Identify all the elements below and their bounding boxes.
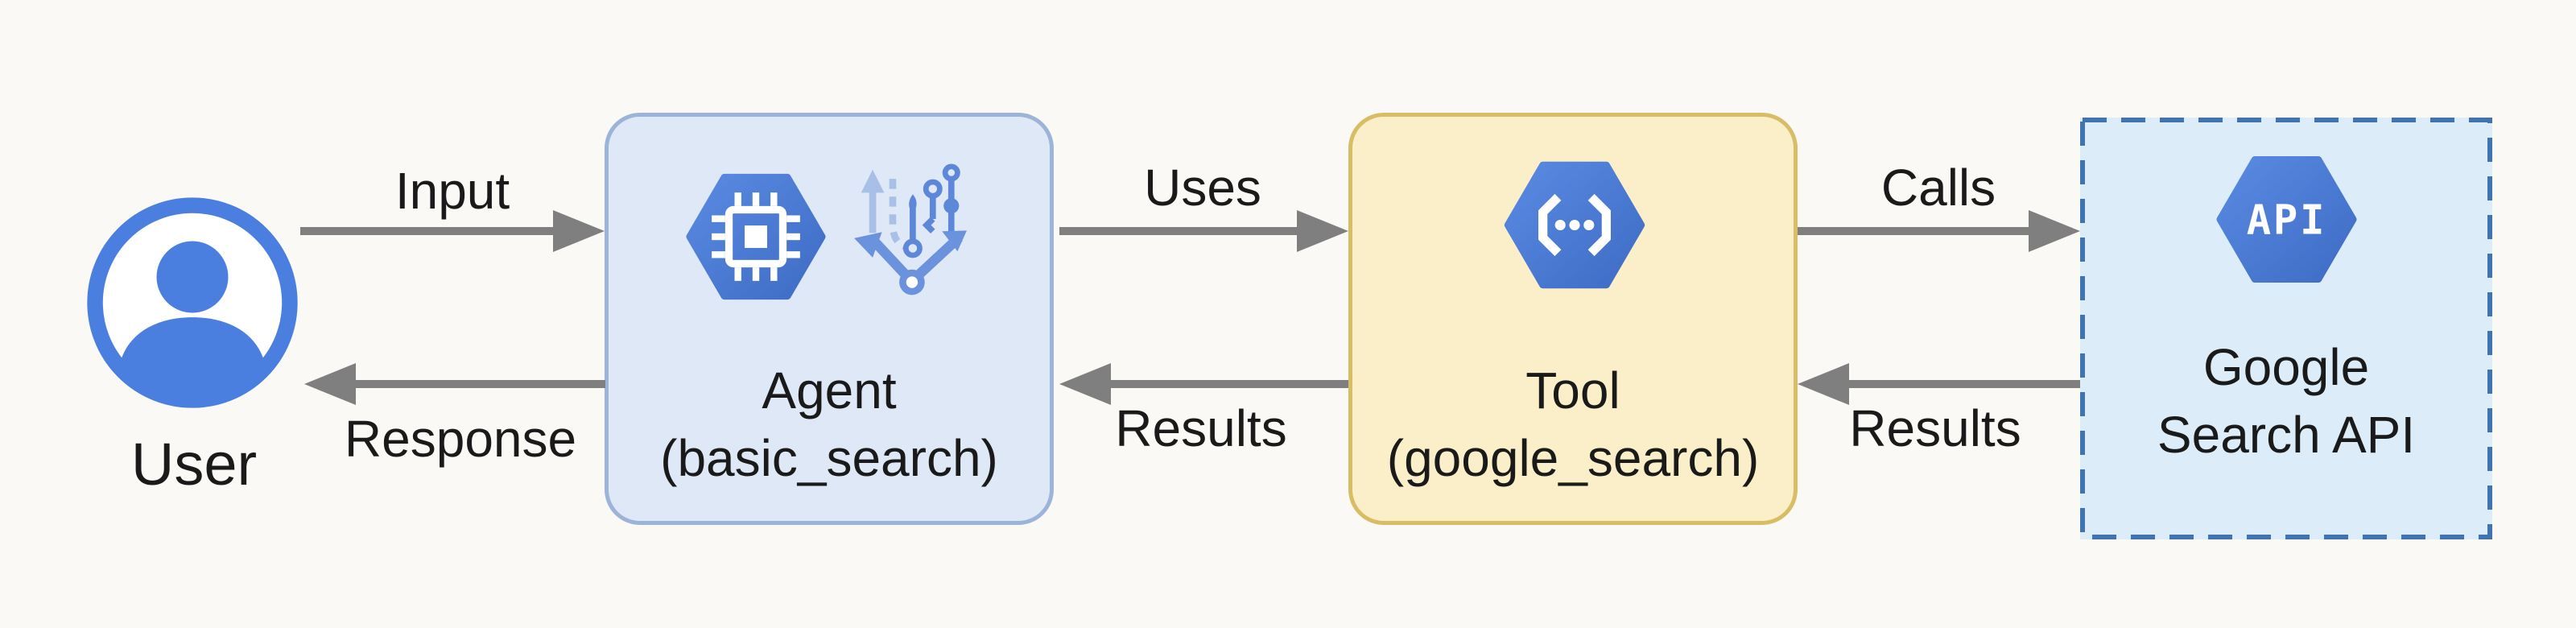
- arrow-calls: [1798, 210, 2080, 252]
- arrow-left-icon: [304, 363, 356, 405]
- edge-label-input: Input: [394, 162, 510, 220]
- arrow-left-icon: [1059, 363, 1111, 405]
- agent-title: Agent: [762, 362, 897, 419]
- tool-subtitle: (google_search): [1386, 429, 1760, 487]
- arrow-results-api-tool: [1798, 363, 2080, 405]
- agent-box-text: Agent (basic_search): [609, 357, 1050, 492]
- arrow-shaft: [300, 227, 553, 235]
- edge-label-response: Response: [344, 410, 577, 468]
- code-brackets-hexagon-icon: [1504, 161, 1645, 289]
- api-box-text: Google Search API: [2080, 333, 2492, 469]
- arrow-shaft: [1849, 380, 2080, 388]
- api-badge-text: API: [2247, 196, 2327, 243]
- arrow-response: [304, 363, 605, 405]
- arrow-shaft: [1059, 227, 1297, 235]
- arrow-right-icon: [2029, 210, 2080, 252]
- edge-label-results-2: Results: [1849, 399, 2021, 457]
- agent-subtitle: (basic_search): [660, 429, 998, 487]
- tool-box: Tool (google_search): [1348, 113, 1798, 525]
- api-hexagon-icon: API: [2216, 155, 2357, 283]
- arrow-shaft: [1111, 380, 1348, 388]
- google-search-api-box: API Google Search API: [2080, 118, 2492, 539]
- arrow-shaft: [1798, 227, 2029, 235]
- edge-label-uses: Uses: [1144, 159, 1261, 217]
- vertex-ai-branch-icon: [854, 163, 967, 295]
- arrow-right-icon: [553, 210, 605, 252]
- dashed-border: [2080, 118, 2492, 539]
- user-account-circle-icon: [87, 197, 298, 408]
- arrow-shaft: [356, 380, 605, 388]
- agent-box: Agent (basic_search): [605, 113, 1054, 525]
- tool-title: Tool: [1525, 362, 1620, 419]
- user-node-label: User: [130, 431, 258, 498]
- edge-label-results-1: Results: [1115, 399, 1287, 457]
- arrow-right-icon: [1297, 210, 1348, 252]
- edge-label-calls: Calls: [1880, 159, 1996, 217]
- arrow-results-tool-agent: [1059, 363, 1348, 405]
- arrow-input: [300, 210, 605, 252]
- arrow-uses: [1059, 210, 1348, 252]
- api-title-line1: Google: [2202, 338, 2370, 396]
- api-title-line2: Search API: [2157, 406, 2416, 464]
- tool-box-text: Tool (google_search): [1352, 357, 1794, 492]
- cpu-chip-hexagon-icon: [686, 173, 826, 300]
- arrow-left-icon: [1798, 363, 1849, 405]
